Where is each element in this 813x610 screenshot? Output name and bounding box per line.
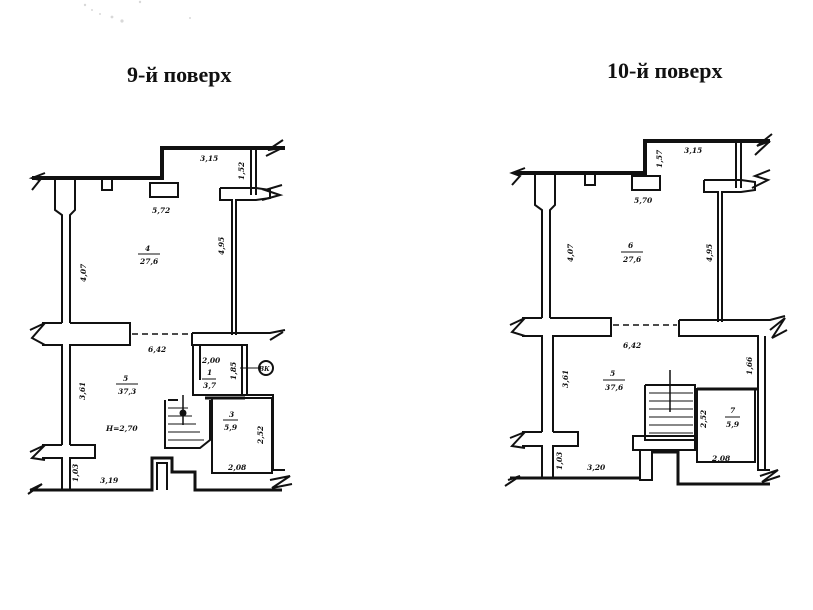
room-4-area: 27,6 [139,257,159,266]
dim-left-upper: 4,07 [566,243,575,262]
dim-storage-side: 2,52 [256,426,265,445]
dim-storage-width: 2,08 [711,454,731,463]
dim-middle-width: 6,42 [148,345,166,354]
dim-left-lower: 3,61 [561,370,570,388]
floor-10-labels: 3,15 1,57 5,70 4,07 4,95 6 27,6 6,42 1,6… [555,146,754,472]
dim-top-right-side: 1,52 [237,162,246,180]
dim-wc-side: 1,85 [229,362,238,380]
room-3-area: 5,9 [224,423,238,432]
ceiling-height: H=2,70 [105,424,138,433]
dim-left-lower: 3,61 [78,382,87,400]
floor-10-title: 10-й поверх [607,58,723,83]
room-6-number: 6 [628,241,634,250]
dim-bottom-width: 3,20 [587,463,606,472]
riser-mark: ВК [258,366,270,373]
dim-top-right-width: 3,15 [200,154,218,163]
dim-middle-width: 6,42 [623,341,641,350]
room-5-area: 37,3 [118,387,136,396]
room-7-number: 7 [730,406,736,415]
floor-9-plan [27,139,293,495]
dim-top-right-side: 1,57 [655,149,664,168]
dim-right-upper: 4,95 [705,244,714,262]
floor-9-labels: 3,15 1,52 5,72 4,07 4,95 4 27,6 6,42 2,0… [71,154,270,485]
room-3-number: 3 [229,410,234,419]
dim-inner-top: 5,72 [152,206,170,215]
room-7-area: 5,9 [726,420,740,429]
dim-wc-width: 2,00 [201,356,221,365]
dim-right-upper: 4,95 [217,237,226,255]
room-1-number: 1 [207,368,212,377]
room-6-area: 27,6 [622,255,642,264]
dim-bottom-left-short: 1,03 [71,464,80,482]
room-4-number: 4 [145,244,150,253]
dim-storage-side: 2,52 [699,410,708,429]
dim-right-lower: 1,66 [745,356,754,375]
dim-bottom-left-short: 1,03 [555,452,564,470]
room-5-area: 37,6 [605,383,624,392]
dim-top-right-width: 3,15 [684,146,702,155]
room-5-number: 5 [123,374,128,383]
dim-left-upper: 4,07 [79,263,88,282]
room-1-area: 3,7 [203,381,217,390]
floor-10-plan [504,133,788,487]
scan-noise [83,0,191,23]
dim-inner-top: 5,70 [634,196,653,205]
dim-storage-width: 2,08 [227,463,247,472]
room-5-number: 5 [610,369,615,378]
floor-9-title: 9-й поверх [127,62,232,87]
dim-bottom-width: 3,19 [100,476,119,485]
